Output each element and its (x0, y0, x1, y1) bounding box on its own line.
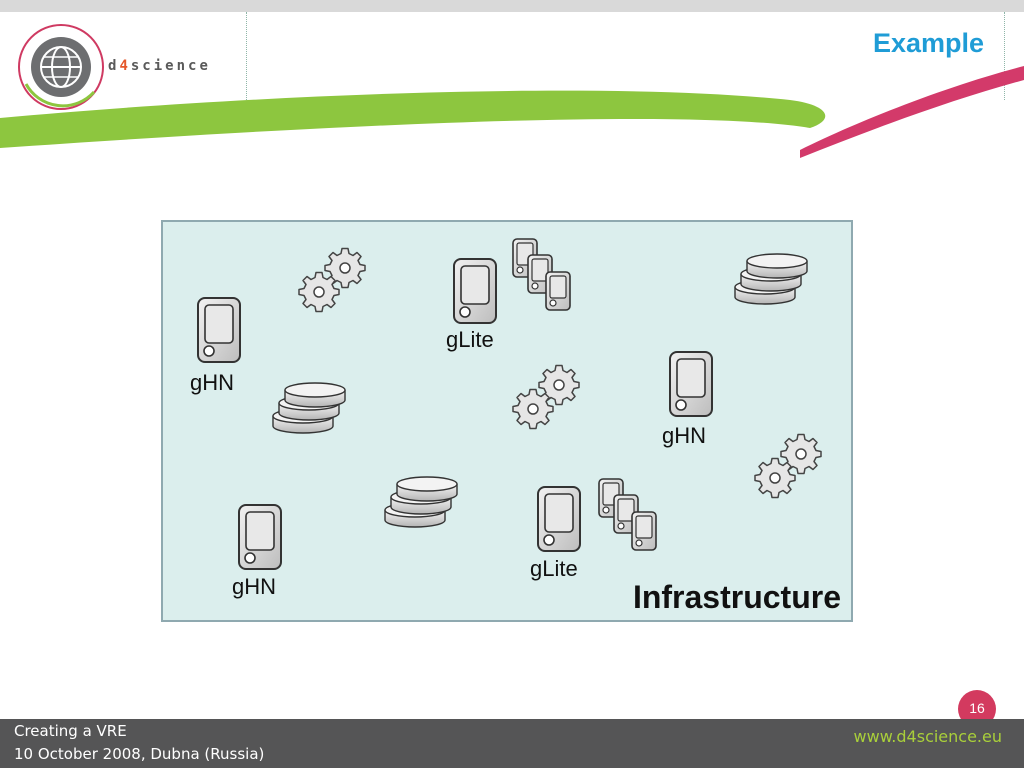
node-device-icon (453, 258, 497, 324)
logo-wordmark: d4science (108, 58, 211, 74)
node-device-icon (238, 504, 282, 570)
gears-icon (513, 366, 579, 429)
node-label: gHN (190, 370, 235, 395)
header-divider-left (246, 12, 247, 100)
node-label: gHN (662, 423, 707, 448)
node-label: gLite (530, 556, 578, 581)
storage-icon (735, 254, 807, 304)
slide-title: Example (872, 28, 984, 58)
node-device-icon (669, 351, 713, 417)
d4science-logo-icon (18, 24, 104, 110)
footer-website-link[interactable]: www.d4science.eu (853, 727, 1002, 746)
infrastructure-box: gHN gLite gHN gHN gLite Infrastructure (161, 220, 853, 622)
node-device-icon (197, 297, 241, 363)
footer: Creating a VRE 10 October 2008, Dubna (R… (0, 719, 1024, 768)
logo-text-science: science (130, 58, 211, 74)
footer-presentation-title: Creating a VRE (14, 722, 127, 740)
logo-text-4: 4 (119, 58, 131, 74)
header-swoosh (0, 66, 1024, 158)
logo-text-d: d (108, 58, 120, 74)
device-cluster-icon (599, 479, 656, 550)
infrastructure-label: Infrastructure (632, 579, 841, 615)
device-cluster-icon (513, 239, 570, 310)
footer-date-location: 10 October 2008, Dubna (Russia) (14, 745, 265, 763)
gears-icon (299, 249, 365, 312)
node-label: gHN (232, 574, 277, 599)
node-device-icon (537, 486, 581, 552)
storage-icon (273, 383, 345, 433)
infrastructure-diagram (197, 222, 855, 570)
gears-icon (755, 435, 821, 498)
header-divider-right (1004, 12, 1005, 100)
storage-icon (385, 477, 457, 527)
top-bar (0, 0, 1024, 12)
node-label: gLite (446, 327, 494, 352)
